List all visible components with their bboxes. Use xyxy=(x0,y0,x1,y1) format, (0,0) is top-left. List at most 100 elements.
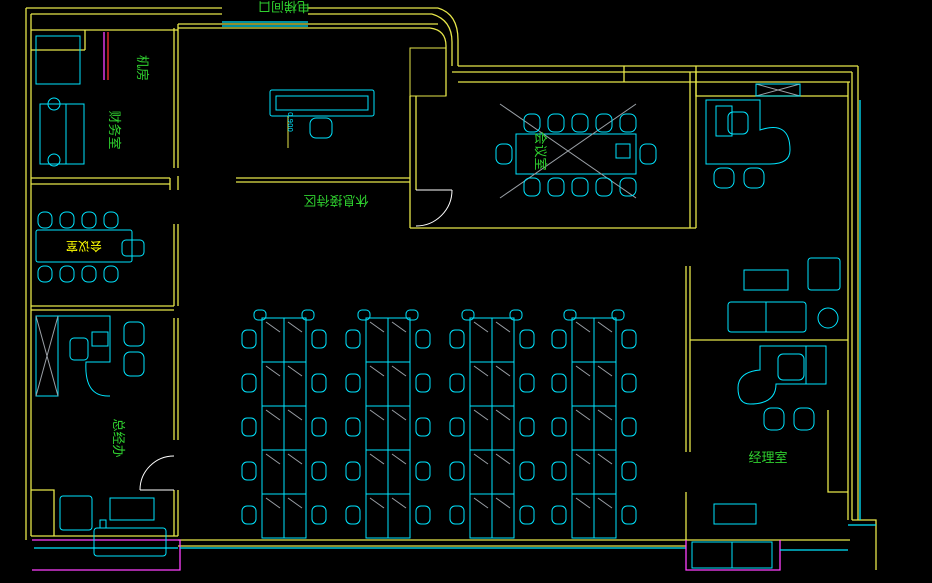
large-meeting-chairs-top xyxy=(523,113,637,133)
workstation-chair xyxy=(461,309,475,321)
monitor xyxy=(287,321,303,333)
monitor xyxy=(391,497,407,509)
workstation-chair xyxy=(551,461,567,481)
monitor xyxy=(597,409,613,421)
workstation-chair xyxy=(519,505,535,525)
workstation-chair xyxy=(345,461,361,481)
monitor xyxy=(369,453,385,465)
monitor xyxy=(473,497,489,509)
workstation-chair xyxy=(345,505,361,525)
label-finance: 财务室 xyxy=(106,110,122,149)
workstation-chair xyxy=(519,329,535,349)
monitor xyxy=(369,321,385,333)
walls xyxy=(25,7,877,570)
label-meeting-small: 会议室 xyxy=(66,239,102,254)
workstation-chair xyxy=(415,373,431,393)
workstation-desk xyxy=(491,493,515,539)
workstation-chair xyxy=(509,309,523,321)
upper-office-desk xyxy=(705,99,791,165)
monitor xyxy=(369,497,385,509)
workstation-chair xyxy=(563,309,577,321)
lounge-table xyxy=(743,269,789,291)
workstation-chair xyxy=(449,373,465,393)
workstation-chair xyxy=(357,309,371,321)
gm-cabinet xyxy=(35,315,59,397)
monitor xyxy=(575,409,591,421)
monitor xyxy=(575,321,591,333)
workstation-chair xyxy=(345,329,361,349)
monitor xyxy=(265,409,281,421)
workstation-clusters xyxy=(241,309,637,539)
window-accents xyxy=(32,21,876,571)
monitor xyxy=(265,321,281,333)
monitor xyxy=(391,409,407,421)
workstation-cluster xyxy=(241,309,327,539)
label-manager: 经理室 xyxy=(748,450,787,466)
large-meeting-chairs-bottom xyxy=(523,177,637,197)
workstation-chair xyxy=(405,309,419,321)
workstation-chair xyxy=(253,309,267,321)
workstation-chair xyxy=(241,373,257,393)
manager-desk xyxy=(737,345,827,405)
workstation-desk xyxy=(283,493,307,539)
workstation-chair xyxy=(241,417,257,437)
monitor xyxy=(265,453,281,465)
workstation-chair xyxy=(311,329,327,349)
monitor xyxy=(575,365,591,377)
server-cabinet xyxy=(35,35,81,85)
workstation-chair xyxy=(449,461,465,481)
workstation-desk xyxy=(593,493,617,539)
meeting-chairs-top xyxy=(37,211,119,229)
monitor xyxy=(473,321,489,333)
monitor xyxy=(287,497,303,509)
workstation-chair xyxy=(519,417,535,437)
workstation-chair xyxy=(415,417,431,437)
lounge-sofa xyxy=(727,301,807,333)
workstation-chair xyxy=(415,461,431,481)
monitor xyxy=(391,321,407,333)
monitor xyxy=(575,453,591,465)
workstation-chair xyxy=(449,505,465,525)
workstation-chair xyxy=(449,417,465,437)
workstation-chair xyxy=(621,505,637,525)
workstation-chair xyxy=(241,505,257,525)
workstation-chair xyxy=(621,461,637,481)
gm-sofa xyxy=(93,527,167,557)
meeting-chairs-bottom xyxy=(37,265,119,283)
label-server-room: 机房 xyxy=(134,55,150,81)
monitor xyxy=(391,365,407,377)
workstation-cluster xyxy=(345,309,431,539)
workstation-chair xyxy=(621,417,637,437)
finance-desk xyxy=(65,103,85,165)
monitor xyxy=(287,453,303,465)
monitor xyxy=(495,453,511,465)
label-gm-office: 总经办 xyxy=(110,418,125,457)
room-labels: 电梯间口 机房 财务室 会议室 总经办 休息接待区 会议室 经理室 0.900 xyxy=(66,0,788,466)
workstation-chair xyxy=(551,505,567,525)
meeting-table-large xyxy=(515,133,637,175)
monitor xyxy=(597,497,613,509)
monitor xyxy=(287,409,303,421)
workstation-cluster xyxy=(551,309,637,539)
workstation-chair xyxy=(519,461,535,481)
monitor xyxy=(495,497,511,509)
monitor xyxy=(597,365,613,377)
monitor xyxy=(495,409,511,421)
monitor xyxy=(369,409,385,421)
workstation-chair xyxy=(551,329,567,349)
monitor xyxy=(597,321,613,333)
workstation-chair xyxy=(345,373,361,393)
workstation-chair xyxy=(241,461,257,481)
workstation-chair xyxy=(519,373,535,393)
monitor xyxy=(369,365,385,377)
manager-table xyxy=(713,503,757,525)
workstation-chair xyxy=(551,417,567,437)
monitor xyxy=(495,365,511,377)
workstation-cluster xyxy=(449,309,535,539)
monitor xyxy=(473,453,489,465)
label-entrance: 电梯间口 xyxy=(258,0,310,13)
workstation-chair xyxy=(551,373,567,393)
workstation-chair xyxy=(311,461,327,481)
